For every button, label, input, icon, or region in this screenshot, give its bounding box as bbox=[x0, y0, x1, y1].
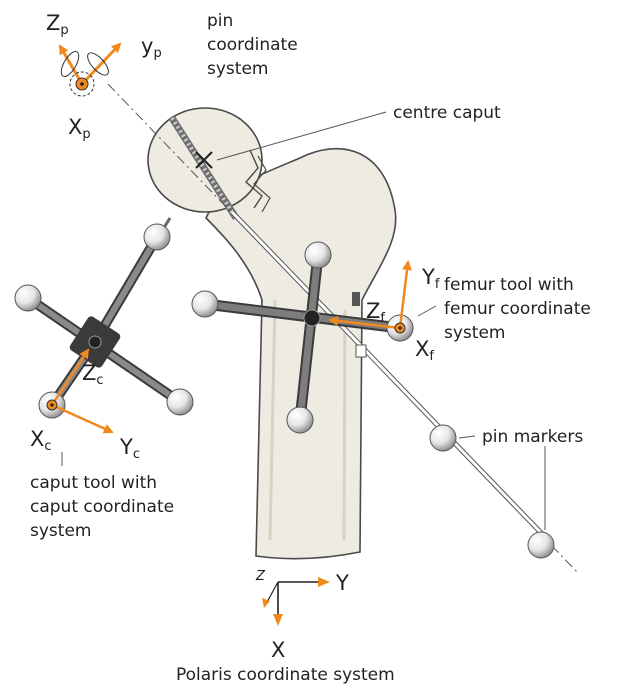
femur-z-label: Zf bbox=[366, 299, 385, 326]
pin-x-label: Xp bbox=[68, 115, 91, 142]
caput-marker-top bbox=[144, 224, 170, 250]
pin-markers-label: pin markers bbox=[482, 427, 583, 447]
femur-x-label: Xf bbox=[415, 337, 434, 364]
polaris-z-label: Z bbox=[255, 569, 266, 584]
polaris-coordinate-axes bbox=[262, 577, 330, 626]
caput-marker-right bbox=[167, 389, 193, 415]
pin-z-label: Zp bbox=[46, 11, 69, 38]
femur-y-label: Yf bbox=[421, 265, 440, 292]
pin-marker-upper bbox=[430, 425, 456, 451]
femur-marker-bottom bbox=[287, 407, 313, 433]
femur-marker-top bbox=[305, 242, 331, 268]
caput-tool-label: caput tool with caput coordinate system bbox=[30, 473, 179, 541]
pin-coordinate-axes bbox=[58, 44, 120, 96]
caput-marker-left bbox=[15, 285, 41, 311]
caput-x-label: Xc bbox=[30, 427, 52, 454]
polaris-y-label: Y bbox=[335, 571, 349, 595]
polaris-x-label: X bbox=[271, 638, 285, 662]
pin-cs-label: pin coordinate system bbox=[207, 11, 303, 79]
femur-tool-leader bbox=[418, 306, 436, 316]
femur-tool-label: femur tool with femur coordinate system bbox=[444, 275, 596, 343]
pin-marker-lower bbox=[528, 532, 554, 558]
femur-marker-left bbox=[192, 291, 218, 317]
polaris-label: Polaris coordinate system bbox=[176, 665, 395, 685]
pin-y-label: yp bbox=[141, 34, 162, 61]
caput-y-label: Yc bbox=[119, 435, 140, 462]
pin-markers-leader-1 bbox=[459, 436, 475, 438]
centre-caput-label: centre caput bbox=[393, 103, 501, 123]
